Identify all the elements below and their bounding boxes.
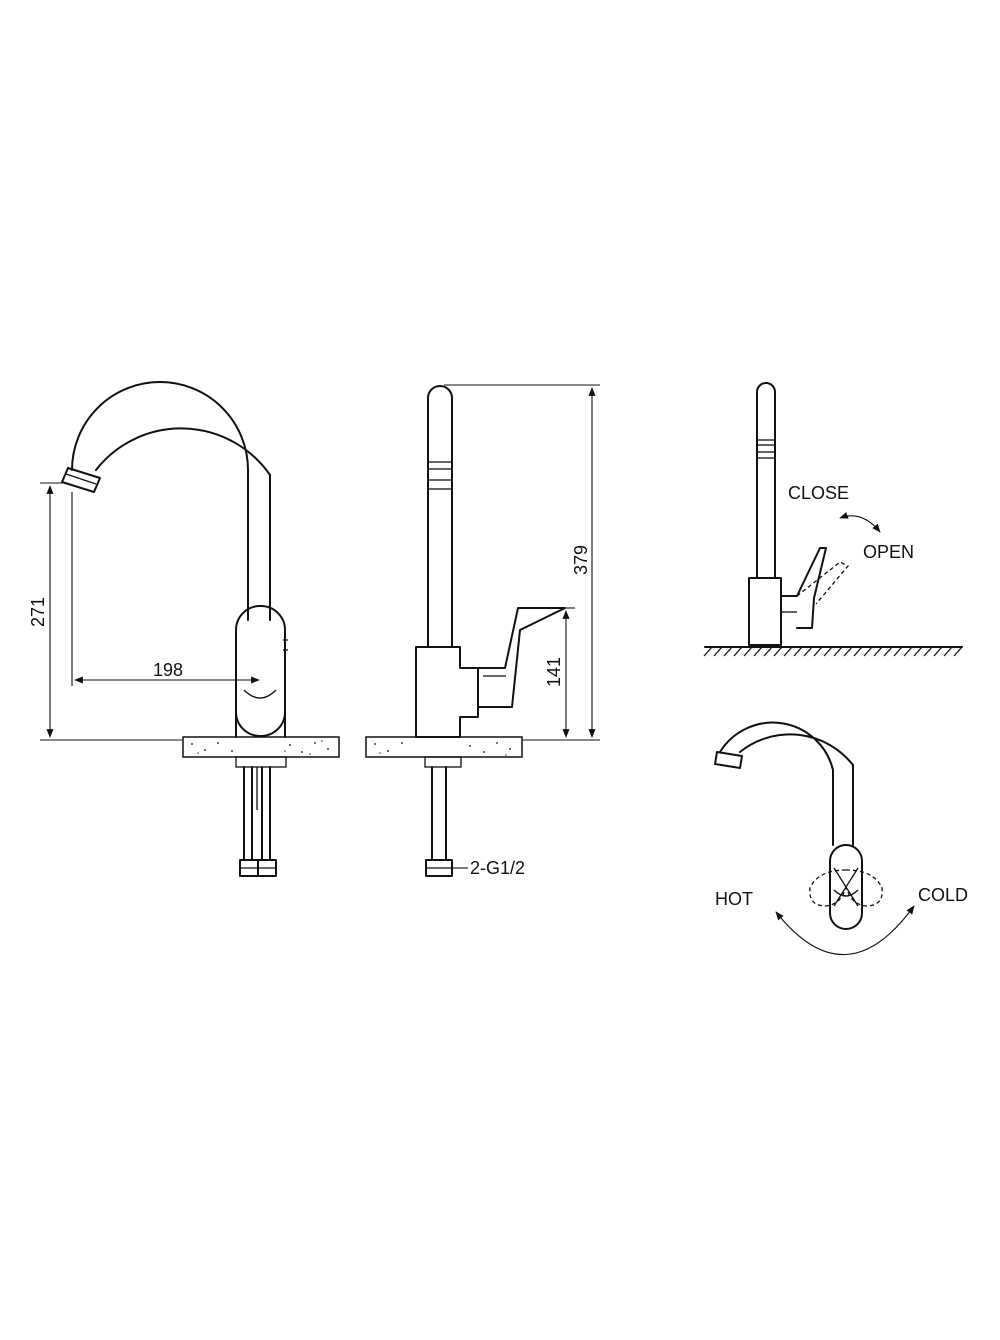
side-countertop bbox=[365, 736, 523, 758]
oc-spout bbox=[756, 382, 776, 579]
connection-label: 2-G1/2 bbox=[470, 858, 525, 878]
side-view: 2-G1/2 379 141 bbox=[365, 384, 600, 878]
hc-spout-inner bbox=[739, 733, 854, 846]
hc-handle-cold bbox=[845, 869, 883, 907]
close-label: CLOSE bbox=[788, 483, 849, 503]
dim-spout-height: 271 bbox=[28, 482, 182, 741]
front-hoses bbox=[235, 756, 287, 877]
front-spout-outer bbox=[71, 381, 249, 621]
front-countertop bbox=[182, 736, 340, 758]
cold-label: COLD bbox=[918, 885, 968, 905]
hot-cold-illustration: HOT COLD bbox=[714, 721, 968, 956]
front-aerator bbox=[61, 467, 101, 493]
oc-lever-closed bbox=[780, 547, 827, 629]
front-view: 271 198 bbox=[28, 381, 340, 877]
side-spout bbox=[427, 385, 453, 648]
dim-spout-reach-label: 198 bbox=[153, 660, 183, 680]
open-label: OPEN bbox=[863, 542, 914, 562]
oc-body bbox=[748, 577, 782, 646]
dim-spout-reach: 198 bbox=[71, 492, 260, 686]
hot-cold-arrow bbox=[775, 905, 915, 956]
front-handle bbox=[235, 605, 286, 737]
dim-lever-height: 141 bbox=[544, 607, 575, 738]
side-body bbox=[415, 646, 479, 738]
oc-lever-open bbox=[796, 561, 850, 605]
hot-label: HOT bbox=[715, 889, 753, 909]
side-hoses bbox=[424, 756, 462, 877]
open-close-arrow bbox=[839, 511, 881, 533]
open-close-illustration: CLOSE OPEN bbox=[703, 382, 963, 657]
dim-spout-height-label: 271 bbox=[28, 597, 48, 627]
dim-total-height: 379 bbox=[444, 384, 600, 741]
front-spout-inner bbox=[95, 427, 271, 621]
hc-spout-outer bbox=[719, 721, 834, 846]
hc-handle-hot bbox=[809, 869, 847, 907]
dim-total-height-label: 379 bbox=[571, 545, 591, 575]
ground-hatching bbox=[703, 646, 963, 657]
hc-aerator bbox=[714, 751, 743, 769]
dim-lever-height-label: 141 bbox=[544, 657, 564, 687]
hc-handle bbox=[829, 844, 863, 930]
